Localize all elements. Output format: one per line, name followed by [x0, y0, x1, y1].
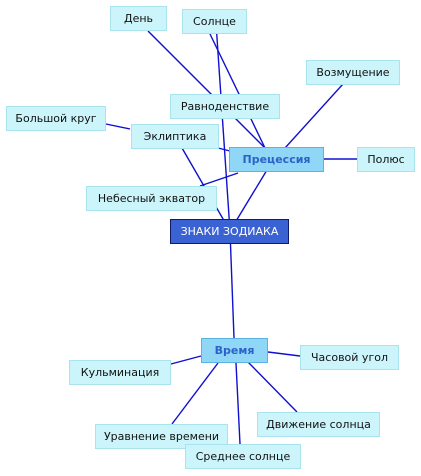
node-root[interactable]: ЗНАКИ ЗОДИАКА: [170, 219, 289, 244]
connector-time-equation-of-time: [171, 362, 219, 425]
connector-root-sun: [215, 22, 231, 232]
connector-ecliptic-great-circle: [105, 123, 131, 130]
node-great-circle[interactable]: Большой круг: [6, 106, 106, 131]
connector-time-hour-angle: [267, 351, 301, 357]
connector-time-sun-motion: [247, 361, 298, 413]
node-hour-angle[interactable]: Часовой угол: [300, 345, 399, 370]
connector-time-culmination: [170, 355, 202, 365]
node-perturbation[interactable]: Возмущение: [306, 60, 400, 85]
connector-equinox-sun: [209, 33, 266, 149]
node-sun[interactable]: Солнце: [182, 9, 247, 34]
node-culmination[interactable]: Кульминация: [69, 360, 171, 385]
connector-time-mean-sun: [235, 362, 241, 445]
node-ecliptic[interactable]: Эклиптика: [131, 124, 219, 149]
node-equinox[interactable]: Равноденствие: [170, 94, 280, 119]
node-mean-sun[interactable]: Среднее солнце: [185, 444, 301, 469]
connector-ecliptic-precession: [217, 147, 231, 152]
node-time[interactable]: Время: [201, 338, 268, 363]
connector-precession-celestial-equator: [199, 172, 239, 187]
connector-root-time: [229, 230, 235, 339]
node-celestial-equator[interactable]: Небесный экватор: [86, 186, 217, 211]
node-pole[interactable]: Полюс: [357, 147, 415, 172]
connector-equinox-day: [147, 30, 266, 149]
connector-precession-perturbation: [284, 83, 344, 149]
node-precession[interactable]: Прецессия: [229, 147, 324, 172]
node-sun-motion[interactable]: Движение солнца: [257, 412, 380, 437]
node-day[interactable]: День: [110, 6, 167, 31]
